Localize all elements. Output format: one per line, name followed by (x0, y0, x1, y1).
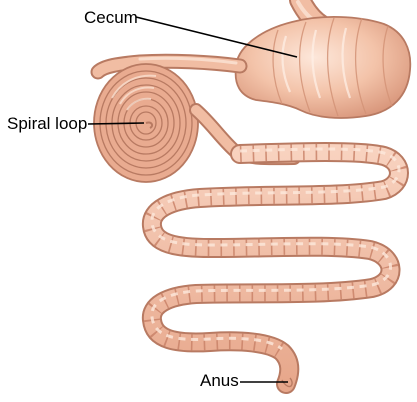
spiral-loop-label: Spiral loop (7, 114, 87, 134)
colon-serpentine (152, 149, 399, 387)
cecum-sac (236, 17, 411, 118)
anus-label: Anus (200, 371, 239, 391)
cecum-label: Cecum (84, 8, 138, 28)
spiral-loop-leader-line (88, 123, 144, 124)
